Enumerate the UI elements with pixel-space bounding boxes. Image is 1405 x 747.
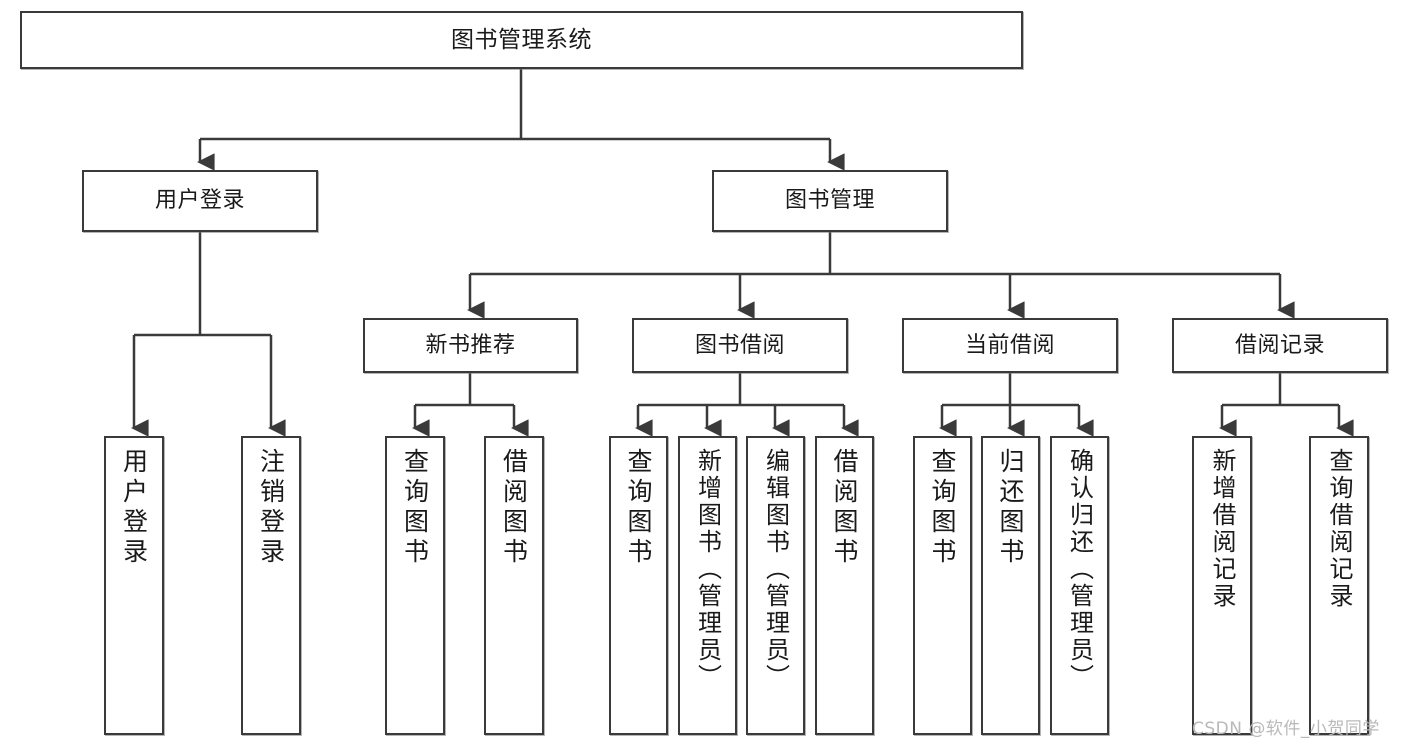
leaf-return-book[interactable]: 归还图书	[981, 436, 1040, 735]
leaf-logout-label: 注销登录	[256, 448, 286, 568]
leaf-query-book-borrow[interactable]: 查询图书	[609, 436, 668, 735]
node-user-login-label: 用户登录	[154, 188, 245, 214]
leaf-user-login-label: 用户登录	[119, 448, 149, 568]
node-new-book-recommend[interactable]: 新书推荐	[363, 318, 578, 373]
leaf-query-borrow-record[interactable]: 查询借阅记录	[1309, 436, 1369, 735]
leaf-borrow-book-recommend[interactable]: 借阅图书	[484, 436, 544, 735]
leaf-borrow-book-label: 借阅图书	[830, 448, 859, 568]
node-current-borrow-label: 当前借阅	[964, 332, 1055, 358]
leaf-borrow-book-recommend-label: 借阅图书	[499, 448, 529, 568]
node-new-book-recommend-label: 新书推荐	[425, 332, 516, 358]
csdn-watermark: CSDN @软件_小贺同学	[1192, 719, 1380, 739]
node-book-manage[interactable]: 图书管理	[712, 170, 948, 232]
leaf-edit-book[interactable]: 编辑图书（管理员）	[746, 436, 805, 735]
leaf-query-borrow-record-label: 查询借阅记录	[1325, 448, 1353, 610]
leaf-return-book-label: 归还图书	[996, 448, 1025, 568]
node-user-login[interactable]: 用户登录	[82, 170, 318, 232]
node-book-borrow-label: 图书借阅	[694, 332, 785, 358]
leaf-add-book-label: 新增图书（管理员）	[693, 448, 722, 691]
leaf-query-book-recommend-label: 查询图书	[400, 448, 430, 568]
leaf-query-book-borrow-label: 查询图书	[624, 448, 653, 568]
leaf-add-borrow-record[interactable]: 新增借阅记录	[1192, 436, 1252, 735]
node-book-borrow[interactable]: 图书借阅	[632, 318, 848, 373]
leaf-query-book-current[interactable]: 查询图书	[913, 436, 972, 735]
leaf-add-borrow-record-label: 新增借阅记录	[1208, 448, 1236, 610]
leaf-confirm-return-label: 确认归还（管理员）	[1065, 448, 1094, 691]
leaf-borrow-book[interactable]: 借阅图书	[815, 436, 874, 735]
node-root-label: 图书管理系统	[451, 26, 592, 53]
node-book-manage-label: 图书管理	[784, 188, 875, 214]
leaf-query-book-current-label: 查询图书	[928, 448, 957, 568]
leaf-user-login[interactable]: 用户登录	[104, 436, 164, 735]
leaf-query-book-recommend[interactable]: 查询图书	[385, 436, 445, 735]
node-borrow-record-label: 借阅记录	[1234, 332, 1325, 358]
leaf-edit-book-label: 编辑图书（管理员）	[761, 448, 790, 691]
leaf-confirm-return[interactable]: 确认归还（管理员）	[1050, 436, 1109, 735]
leaf-add-book[interactable]: 新增图书（管理员）	[678, 436, 737, 735]
node-borrow-record[interactable]: 借阅记录	[1172, 318, 1388, 373]
leaf-logout[interactable]: 注销登录	[241, 436, 301, 735]
node-current-borrow[interactable]: 当前借阅	[902, 318, 1118, 373]
node-root[interactable]: 图书管理系统	[20, 11, 1023, 69]
